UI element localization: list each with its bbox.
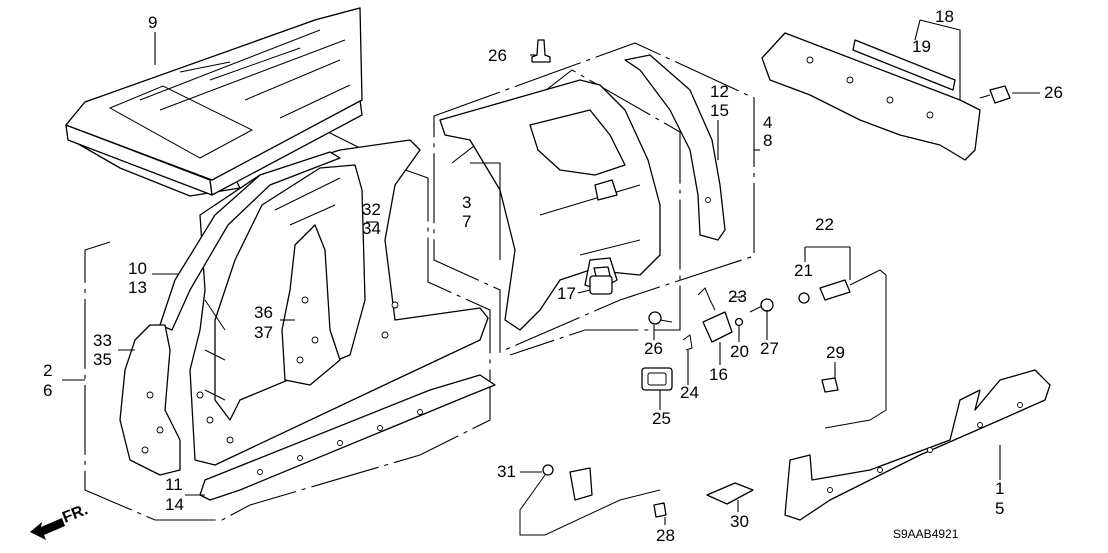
fuel-lid-opener — [798, 269, 887, 429]
callout-4: 4 — [763, 113, 772, 132]
front-label: FR. — [60, 501, 90, 526]
center-pillar-reinforcement — [281, 224, 341, 386]
callout-27: 27 — [760, 339, 779, 358]
fuel-lid — [702, 311, 733, 343]
callout-28: 28 — [656, 526, 675, 545]
callout-26-top: 26 — [488, 46, 507, 65]
callout-1: 1 — [995, 479, 1004, 498]
callout-24: 24 — [680, 383, 699, 402]
callout-33: 33 — [93, 331, 112, 350]
bolt-cable — [542, 464, 554, 476]
group-outline-rear-quarter — [433, 42, 755, 353]
bolt-top — [531, 39, 551, 63]
callout-30: 30 — [730, 512, 749, 531]
diagram-code: S9AAB4921 — [893, 527, 959, 541]
callout-32: 32 — [362, 200, 381, 219]
bolt-rear-panel — [979, 85, 1011, 104]
callout-15: 15 — [710, 101, 729, 120]
opener-cable — [519, 467, 661, 536]
callout-36: 36 — [254, 303, 273, 322]
callout-9: 9 — [148, 13, 157, 32]
callout-34: 34 — [362, 219, 381, 238]
front-direction-indicator: FR. — [30, 501, 90, 540]
group-outline-quarter-inner — [451, 69, 681, 356]
callout-14: 14 — [165, 495, 184, 514]
bolt-fuel-lid — [648, 311, 673, 325]
callout-10: 10 — [128, 259, 147, 278]
callout-19: 19 — [912, 37, 931, 56]
callout-2: 2 — [43, 361, 52, 380]
callout-16: 16 — [709, 365, 728, 384]
callout-22: 22 — [815, 215, 834, 234]
callout-26-right: 26 — [1044, 83, 1063, 102]
callout-7: 7 — [462, 212, 471, 231]
rear-panel — [761, 32, 981, 161]
callout-21: 21 — [794, 261, 813, 280]
side-sill-extension — [199, 374, 496, 501]
callout-31: 31 — [497, 462, 516, 481]
callout-13: 13 — [128, 278, 147, 297]
callout-labels: 9 10 13 2 6 33 35 36 37 32 34 11 14 26 3… — [43, 7, 1063, 545]
callout-3: 3 — [462, 193, 471, 212]
front-arrow-icon — [30, 518, 65, 540]
callout-20: 20 — [730, 342, 749, 361]
fuel-filler-housing — [589, 275, 613, 295]
callout-26-mid: 26 — [644, 339, 663, 358]
clip — [653, 502, 667, 518]
callout-8: 8 — [763, 131, 772, 150]
pad — [706, 482, 754, 505]
roof-panel — [65, 7, 363, 197]
group-outline-body-side — [84, 130, 491, 521]
callout-12: 12 — [710, 82, 729, 101]
callout-25: 25 — [652, 409, 671, 428]
rear-pillar-inner — [624, 54, 726, 241]
callout-18: 18 — [935, 7, 954, 26]
hinge-spring — [697, 287, 716, 311]
front-pillar-inner — [119, 324, 181, 476]
callout-23: 23 — [728, 287, 747, 306]
cushion — [734, 317, 744, 327]
cable-clip — [821, 377, 839, 393]
callout-37: 37 — [254, 323, 273, 342]
callout-29: 29 — [826, 343, 845, 362]
spring — [682, 334, 693, 351]
rear-quarter-panel — [439, 79, 661, 331]
leader-lines — [62, 19, 1040, 525]
callout-35: 35 — [93, 350, 112, 369]
callout-5: 5 — [995, 499, 1004, 518]
callout-6: 6 — [43, 381, 52, 400]
callout-17: 17 — [557, 284, 576, 303]
roof-side-rail — [159, 151, 341, 331]
fuel-filler-base — [641, 367, 673, 391]
stopper — [749, 298, 774, 313]
side-sill-panel — [784, 369, 1051, 521]
callout-11: 11 — [165, 475, 183, 494]
